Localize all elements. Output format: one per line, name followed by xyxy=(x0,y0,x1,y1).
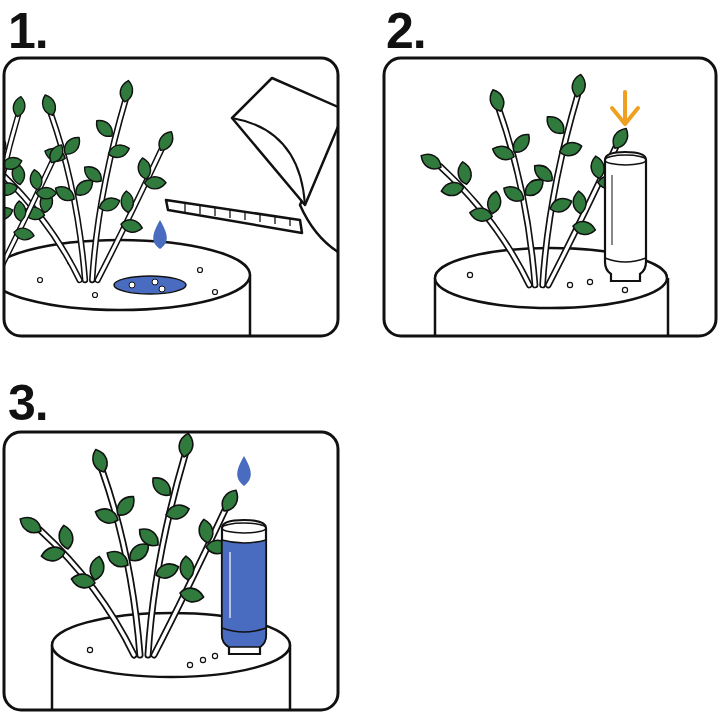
panel-frame xyxy=(4,58,338,336)
panel-three-art xyxy=(17,433,290,709)
panel-frame xyxy=(4,432,338,710)
panel-frame xyxy=(384,58,716,336)
panel-one-art xyxy=(5,78,337,335)
panel-two-art xyxy=(418,73,668,335)
step-number: 3. xyxy=(8,378,48,428)
step-number: 1. xyxy=(8,6,48,56)
step-number: 2. xyxy=(386,6,426,56)
